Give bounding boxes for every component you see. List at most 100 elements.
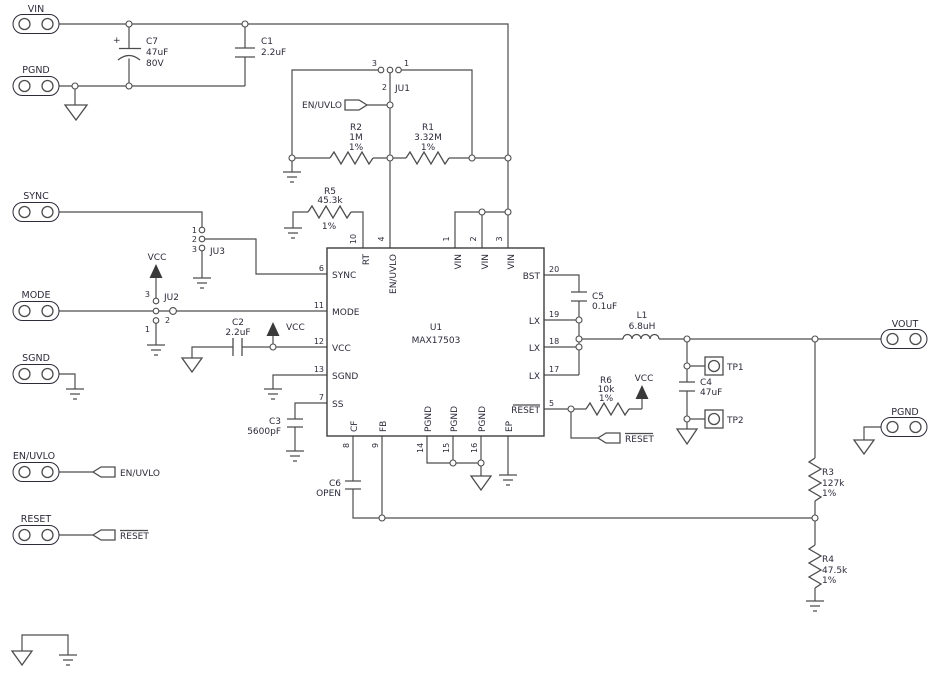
resistor-r5[interactable]: R5 45.3k 1% [307,187,352,232]
capacitor-c7[interactable]: + C7 47uF 80V [113,36,168,69]
pin-name-ep: EP [505,420,515,432]
junction-dot [575,335,583,343]
connector-mode[interactable]: MODE [12,290,60,321]
connector-sgnd[interactable]: SGND [12,353,60,384]
ju2-pin3-pad [152,297,160,305]
c3-ref: C3 [269,417,281,427]
capacitor-c3[interactable]: C3 5600pF [247,417,303,437]
ic-ref: U1 [430,323,442,333]
c5-value: 0.1uF [592,302,617,312]
resistor-r1[interactable]: R1 3.32M 1% [405,123,450,166]
connector-vin[interactable]: VIN [12,4,60,34]
ju1-pin3-num: 3 [372,59,377,68]
capacitor-c1[interactable]: C1 2.2uF [235,37,286,58]
pin-num-13: 13 [314,365,324,374]
ju2-center-pad [152,307,160,315]
vcc-arrow-icon [149,264,163,278]
junction-dot [386,101,394,109]
r5-tol: 1% [322,222,337,232]
wire-cf-c6-fb [352,436,815,519]
resistor-r2[interactable]: R2 1M 1% [329,123,374,166]
connector-pgnd-right[interactable]: PGND [880,407,928,437]
junction-dot [125,82,133,90]
ground-triangle-icon [469,475,493,492]
jumper-ju2[interactable]: 3 JU2 2 1 [145,290,179,334]
r6-tol: 1% [599,394,614,404]
ic-body[interactable] [326,247,545,437]
capacitor-c6[interactable]: C6 OPEN [316,479,361,499]
resistor-r3[interactable]: R3 127k 1% [807,457,845,502]
wire-pgnd-bottom [426,436,482,476]
wire-vin-rail [58,23,509,248]
capacitor-c5[interactable]: C5 0.1uF [571,291,617,312]
connector-en-uvlo[interactable]: EN/UVLO [12,451,60,482]
pin-num-9: 9 [371,443,380,448]
capacitor-c4[interactable]: C4 47uF [679,378,722,398]
vcc-label: VCC [148,253,167,263]
pin-name-pgnd15: PGND [450,406,460,432]
junction-dot [269,343,277,351]
r3-ref: R3 [822,468,834,478]
pin-name-vin3: VIN [507,254,517,270]
c4-value: 47uF [700,388,722,398]
vcc-arrow-r6: VCC [635,374,653,399]
inductor-l1[interactable]: L1 6.8uH [622,311,660,340]
junction-dot [125,20,133,28]
c7-value: 47uF [146,48,168,58]
c4-ref: C4 [700,378,712,388]
jumper-ju1[interactable]: 3 1 2 JU1 [372,59,410,94]
net-flag-reset-conn: RESET [91,529,149,542]
r6-value: 10k [598,385,615,395]
testpoint-tp1[interactable]: TP1 [704,356,744,376]
net-flag-label: RESET [120,532,149,542]
l1-value: 6.8uH [629,322,656,332]
jumper-ju3[interactable]: 1 2 3 JU3 [192,226,225,257]
pin-name-lx19: LX [529,317,540,327]
pin-name-sgnd: SGND [332,372,358,382]
connector-label: RESET [21,514,52,525]
pin-num-14: 14 [416,443,425,453]
net-flag-en-uvlo-conn: EN/UVLO [91,466,160,479]
r2-tol: 1% [349,143,364,153]
ground-icon [147,344,165,356]
testpoint-tp2[interactable]: TP2 [704,409,744,429]
net-flag-label: RESET [625,435,654,445]
pin-num-16: 16 [470,443,479,453]
connector-label: PGND [22,65,50,76]
junction-dot [386,154,394,162]
l1-ref: L1 [637,311,648,321]
pin-num-5: 5 [549,399,554,408]
pin-num-2: 2 [469,236,478,241]
ground-triangle-icon [675,428,699,446]
resistor-r4[interactable]: R4 47.5k 1% [807,544,848,589]
pin-name-reset: RESET [511,406,540,416]
net-flag-en-uvlo-ju1: EN/UVLO [302,99,369,111]
vcc-arrow-icon [266,322,280,336]
vcc-arrow-c2: VCC [266,322,305,336]
wire-ju1-pin3 [291,69,378,158]
c2-value: 2.2uF [225,328,250,338]
c5-ref: C5 [592,292,604,302]
ground-triangle-icon [10,650,34,667]
wire-sync [58,211,203,227]
connector-reset[interactable]: RESET [12,514,60,545]
pin-num-10: 10 [349,234,358,244]
pin-name-mode: MODE [332,308,360,318]
pin-num-17: 17 [549,365,559,374]
capacitor-c2[interactable]: C2 2.2uF [225,318,251,356]
connector-vout[interactable]: VOUT [880,319,928,349]
wire-c4-branch [686,339,705,429]
c6-value: OPEN [316,489,341,499]
pin-name-cf: CF [350,421,360,432]
junction-dot [477,459,485,467]
ju3-pin3-num: 3 [192,245,197,254]
junction-dot [504,208,512,216]
wire-ju1-pin1 [401,69,473,158]
connector-sync[interactable]: SYNC [12,191,60,222]
connector-pgnd-left[interactable]: PGND [12,65,60,96]
signal-grounds [59,171,824,666]
junction-dot [567,405,575,413]
connector-label: SGND [22,353,50,364]
resistor-r6[interactable]: R6 10k 1% [585,376,630,417]
